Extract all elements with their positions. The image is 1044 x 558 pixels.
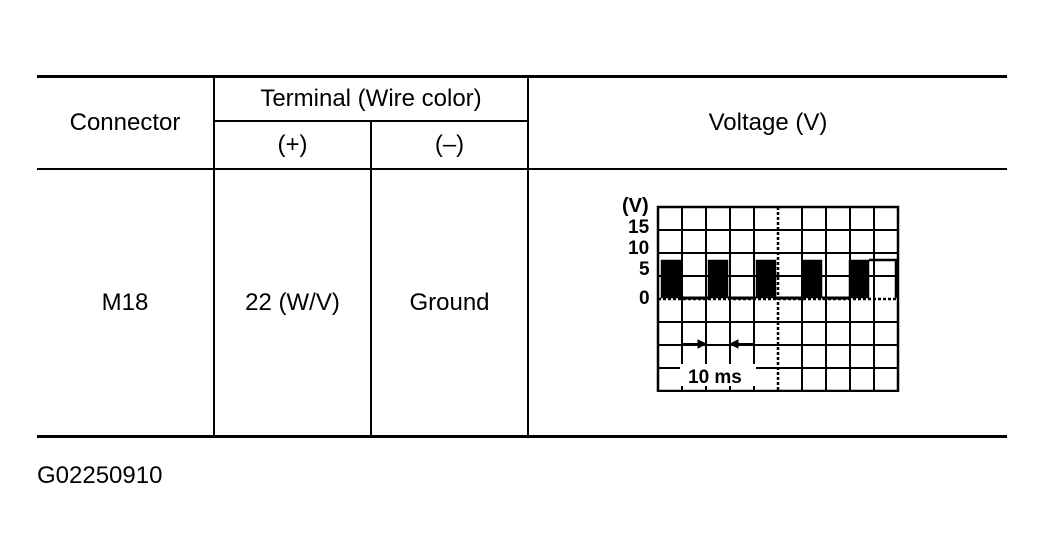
column-divider-1	[213, 75, 215, 437]
header-terminal: Terminal (Wire color)	[260, 85, 482, 112]
cell-connector: M18	[101, 288, 149, 316]
column-divider-3	[527, 75, 529, 437]
y-unit-label: (V)	[622, 195, 649, 217]
table-top-rule	[37, 75, 1007, 78]
time-scale-label: 10 ms	[688, 367, 742, 388]
figure-id: G02250910	[37, 462, 163, 489]
oscilloscope-waveform: (V) 15 10 5 0	[622, 195, 900, 393]
y-tick-0: 0	[639, 288, 650, 309]
header-minus: (–)	[434, 131, 465, 158]
terminal-table: Connector Terminal (Wire color) (+) (–) …	[37, 75, 1007, 438]
y-tick-10: 10	[628, 238, 649, 259]
cell-minus-terminal: Ground	[409, 288, 490, 316]
time-scale-marker	[680, 339, 756, 386]
header-voltage: Voltage (V)	[708, 109, 828, 136]
y-tick-15: 15	[628, 217, 650, 238]
waveform-figure: (V) 15 10 5 0	[614, 192, 904, 397]
header-plus: (+)	[277, 131, 308, 158]
pulse-train	[660, 258, 898, 300]
y-tick-5: 5	[639, 259, 650, 280]
table-bottom-rule	[37, 435, 1007, 438]
header-connector: Connector	[69, 109, 181, 136]
cell-plus-terminal: 22 (W/V)	[245, 288, 340, 316]
header-bottom-rule	[37, 168, 1007, 170]
column-divider-2	[370, 121, 372, 437]
